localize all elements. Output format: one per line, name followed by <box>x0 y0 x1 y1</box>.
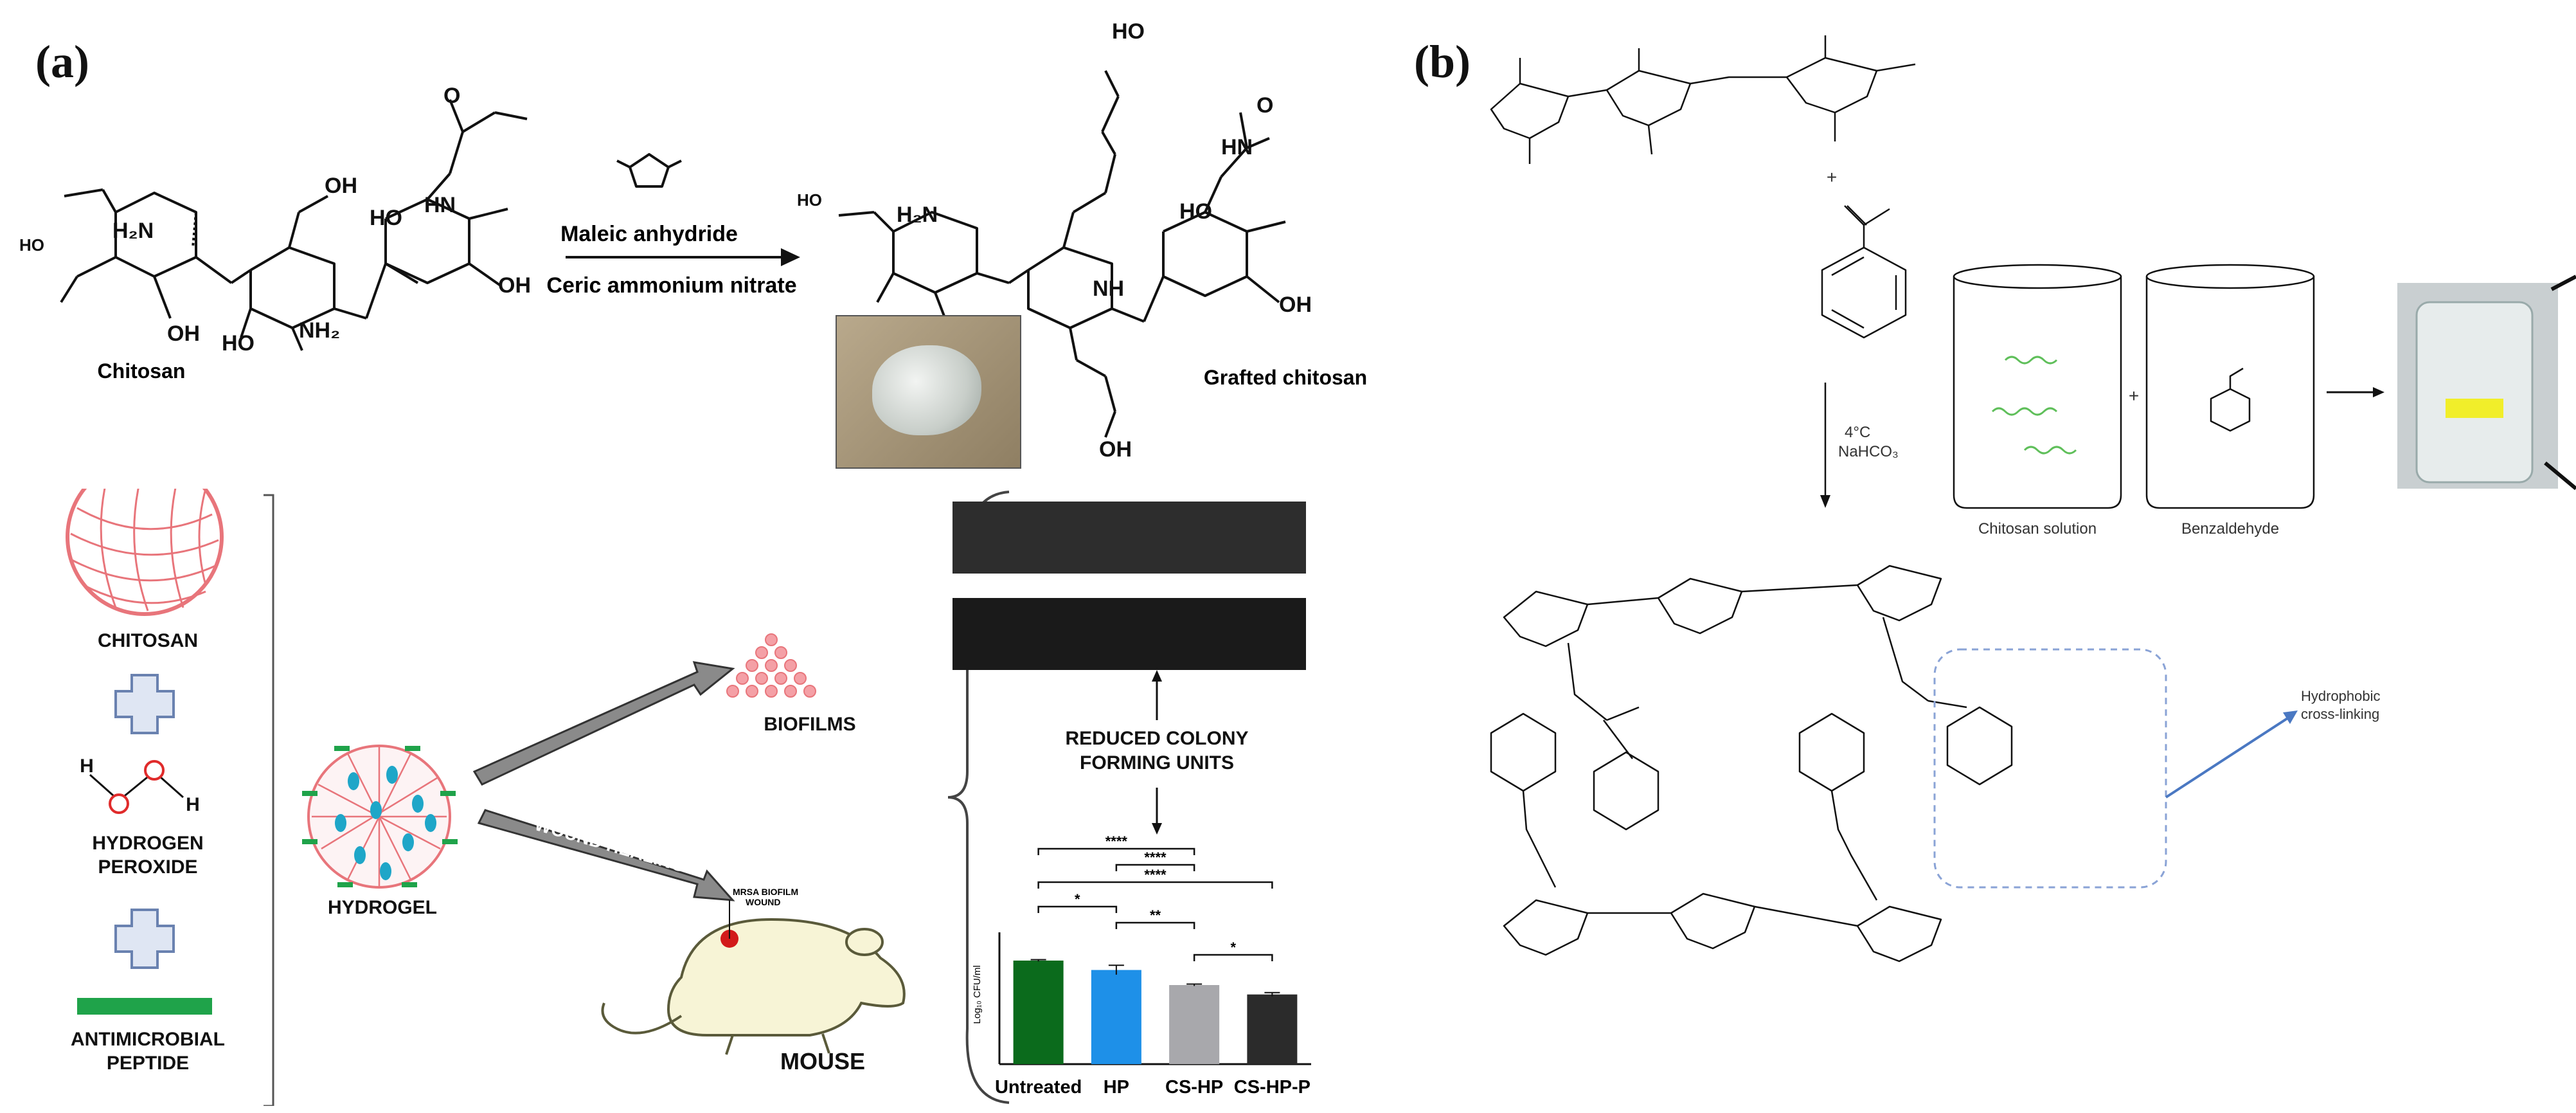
reagent-label: Maleic anhydride <box>560 222 738 246</box>
significance-label: **** <box>1144 849 1167 865</box>
condition-label: Ceric ammonium nitrate <box>546 273 796 298</box>
atom-oh-5: OH <box>1099 437 1132 462</box>
significance-label: **** <box>1105 836 1128 849</box>
beaker-1-label: Chitosan solution <box>1978 520 2097 538</box>
h2o2-h-left: H <box>80 756 94 777</box>
condition-base: NaHCO₃ <box>1838 443 1899 460</box>
biofilm-icon <box>726 633 816 698</box>
wound-label-1: MRSA BIOFILM <box>733 887 798 897</box>
beaker-2-label: Benzaldehyde <box>2181 520 2279 538</box>
category-label: CS-HP-P <box>1234 1077 1310 1098</box>
atom-oh-2: OH <box>325 174 357 198</box>
significance-bracket <box>1115 864 1195 871</box>
significance-label: * <box>1230 939 1236 955</box>
peptide-bar <box>77 998 212 1015</box>
petri-dishes <box>953 502 1306 670</box>
mouse-label: MOUSE <box>780 1048 865 1074</box>
h2o2-label-2: PEROXIDE <box>98 856 198 878</box>
atom-ho-2: HO <box>222 331 255 356</box>
atom-ho-1: HO <box>19 235 44 255</box>
atom-ho-6: HO <box>1179 199 1212 224</box>
h2o2-h-right: H <box>186 794 200 815</box>
wound-label-2: WOUND <box>746 897 780 907</box>
left-bracket <box>264 494 274 1106</box>
chitosan-mesh-icon <box>66 489 224 616</box>
atom-nh2-1: NH₂ <box>299 318 340 343</box>
hydrogel-label: HYDROGEL <box>327 897 437 918</box>
condition-temp: 4°C <box>1845 424 1870 441</box>
colony-arrows <box>1152 670 1162 835</box>
amp-label-1: ANTIMICROBIAL <box>71 1029 225 1050</box>
atom-ho-3: HO <box>370 206 402 230</box>
amp-label-2: PEPTIDE <box>106 1053 190 1074</box>
biofilm-arrow <box>472 661 735 786</box>
crosslinking-scheme: Chitosan solution Benzaldehyde + + 4°C N… <box>1490 35 2576 963</box>
hydrogel-application-scheme: MRSA BIOFILM WOUND BIOFILM ERADICATION W… <box>302 617 906 1055</box>
bar-untreated <box>1013 960 1064 1064</box>
category-label: Untreated <box>995 1077 1082 1098</box>
atom-o-1: O <box>443 84 460 108</box>
reactant-plus: + <box>1827 167 1837 187</box>
atom-o-2: O <box>1257 93 1273 118</box>
hydrogel-photo <box>836 315 1021 469</box>
significance-bracket <box>1037 847 1195 855</box>
panel-b-label: (b) <box>1414 36 1471 87</box>
significance-bracket <box>1037 905 1118 913</box>
atom-ho-5: HO <box>1112 19 1145 44</box>
annotation-line-1: Hydrophobic <box>2301 688 2381 704</box>
atom-hn-1: HN <box>424 193 456 217</box>
components-column <box>66 489 274 1106</box>
y-axis-label: Log₁₀ CFU/ml <box>972 965 983 1024</box>
atom-ho-4: HO <box>797 190 822 210</box>
chitosan-name: Chitosan <box>98 359 186 383</box>
atom-h2n-2: H₂N <box>897 203 938 227</box>
hydrogel-sphere-icon <box>302 745 458 889</box>
beaker-plus: + <box>2129 386 2139 406</box>
significance-label: * <box>1075 891 1080 907</box>
significance-bracket <box>1193 954 1273 961</box>
atom-nh-1: NH <box>1093 276 1124 301</box>
significance-bracket <box>1037 881 1273 889</box>
atom-h2n-1: H₂N <box>112 219 154 243</box>
wound-arrow <box>477 809 735 901</box>
reaction-scheme: H₂N HO OH OH HO NH₂ HO HN OH O H₂N HO OH… <box>19 19 1367 462</box>
significance-bracket <box>1115 921 1195 929</box>
atom-oh-3: OH <box>498 273 531 298</box>
reduced-cfu-label-2: FORMING UNITS <box>1080 752 1234 774</box>
chitosan-label: CHITOSAN <box>97 630 199 651</box>
category-label: HP <box>1104 1077 1129 1098</box>
h2o2-label-1: HYDROGEN <box>92 833 204 854</box>
significance-label: **** <box>1144 867 1167 883</box>
significance-label: ** <box>1150 907 1161 923</box>
panel-a-label: (a) <box>35 36 89 87</box>
h2o2-molecule-icon <box>89 760 184 814</box>
atom-oh-1: OH <box>167 321 200 346</box>
mouse-icon <box>601 918 906 1055</box>
category-label: CS-HP <box>1165 1077 1223 1098</box>
bar-hp <box>1091 970 1141 1064</box>
bar-cs-hp <box>1169 985 1220 1064</box>
reduced-cfu-label-1: REDUCED COLONY <box>1065 728 1249 749</box>
plus-icon-1 <box>114 674 175 734</box>
atom-oh-6: OH <box>1279 293 1312 317</box>
atom-hn-2: HN <box>1221 135 1253 159</box>
annotation-line-2: cross-linking <box>2301 706 2379 722</box>
biofilms-label: BIOFILMS <box>764 714 856 735</box>
grafted-chitosan-name: Grafted chitosan <box>1204 366 1367 389</box>
plus-icon-2 <box>114 909 175 969</box>
bar-cs-hp-p <box>1247 994 1298 1064</box>
